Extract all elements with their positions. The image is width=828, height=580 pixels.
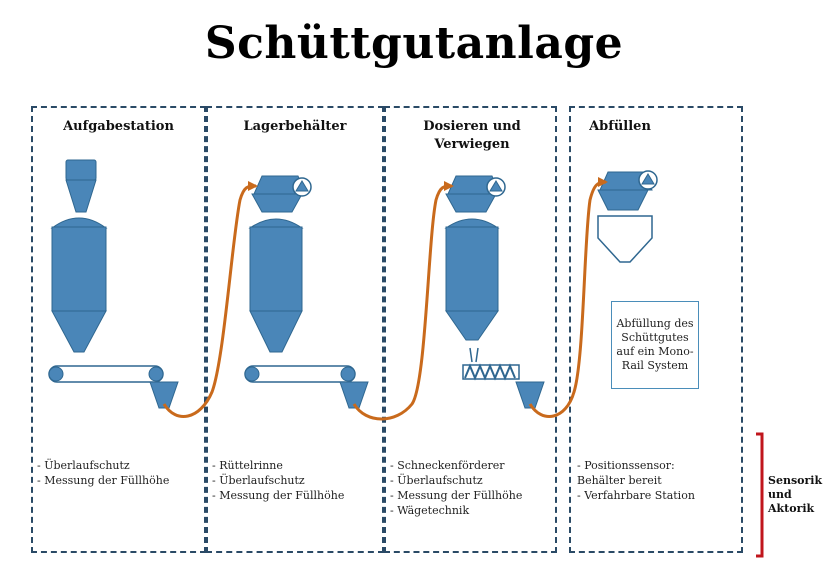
feature-item: - Messung der Füllhöhe [212,489,345,502]
transfer-arrow [528,177,608,418]
sensorik-aktorik-label: Sensorik und Aktorik [768,474,823,515]
funnel-icon [339,381,369,409]
feature-item: - Überlaufschutz [390,474,483,487]
station-aufgabestation: Aufgabestation - Überlaufschutz - Messun… [31,106,206,553]
storage-silo-icon [248,218,304,353]
transfer-arrow [352,181,454,421]
feed-hopper-icon [65,159,97,213]
station-title: Abfüllen [589,119,651,134]
station-dosieren-verwiegen: Dosieren und Verwiegen - Schneckenförder… [384,106,557,553]
funnel-icon [149,381,179,409]
weighing-silo-icon [444,218,500,341]
screw-conveyor-icon [462,363,520,381]
feature-item: - Schneckenförderer [390,459,505,472]
funnel-icon [515,381,545,409]
station-title: Lagerbehälter [243,119,347,134]
station-lagerbehaelter: Lagerbehälter - Rüttelrinne - Überlaufsc… [206,106,384,553]
feature-list: - Rüttelrinne - Überlaufschutz - Messung… [212,458,378,503]
mono-rail-callout: Abfüllung des Schüttgutes auf ein Mono-R… [611,301,699,389]
belt-conveyor-icon [48,365,164,383]
outlet-valve-icon [469,347,479,363]
station-title: Dosieren und Verwiegen [423,119,521,152]
feature-item: - Überlaufschutz [212,474,305,487]
feature-item: - Positionssensor: Behälter bereit [577,459,675,487]
silo-icon [50,217,108,353]
feature-item: - Rüttelrinne [212,459,283,472]
feature-item: - Wägetechnik [390,504,470,517]
filling-motor-icon [638,170,658,190]
station-title: Aufgabestation [63,119,174,134]
belt-conveyor-icon [244,365,356,383]
container-icon [597,215,653,263]
feature-list: - Schneckenförderer - Überlaufschutz - M… [390,458,551,518]
feature-item: - Messung der Füllhöhe [37,474,170,487]
dosing-motor-icon [486,177,506,197]
station-abfuellen: Abfüllen - Positionssensor: Behälter ber… [569,106,743,553]
feature-list: - Überlaufschutz - Messung der Füllhöhe [37,458,200,488]
vibrator-motor-icon [292,177,312,197]
feature-item: - Überlaufschutz [37,459,130,472]
transfer-arrow [162,181,258,418]
feature-item: - Verfahrbare Station [577,489,695,502]
feature-item: - Messung der Füllhöhe [390,489,523,502]
page-title: Schüttgutanlage [204,18,624,69]
feature-list: - Positionssensor: Behälter bereit - Ver… [577,458,721,503]
sensorik-bracket [756,432,764,558]
